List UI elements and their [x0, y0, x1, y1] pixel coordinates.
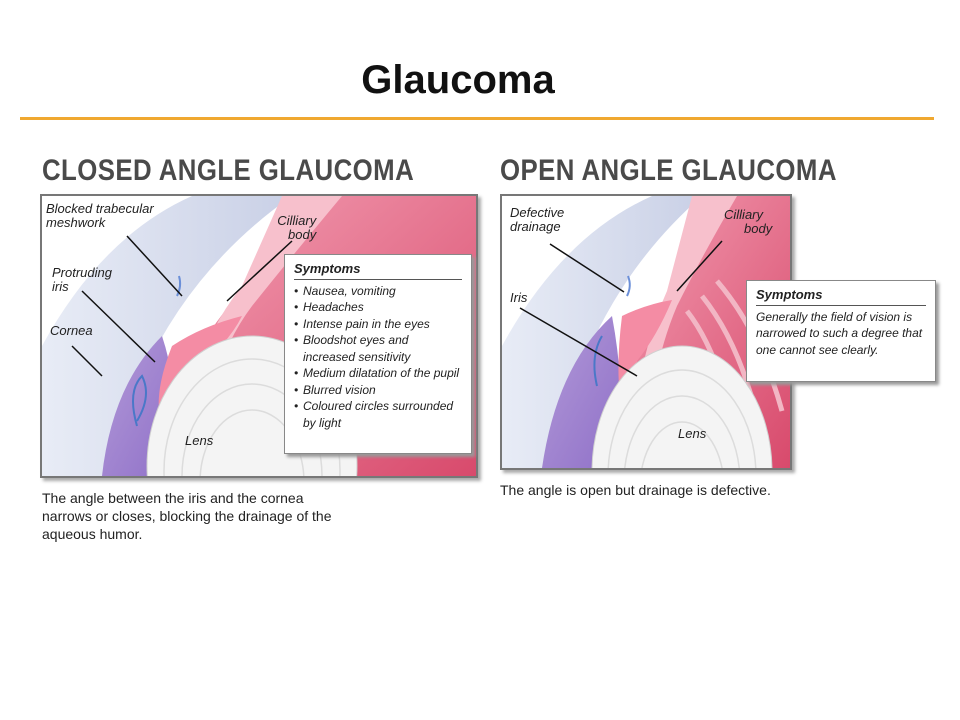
open-cilliary-label-line1: Cilliary	[724, 207, 763, 222]
open-symptoms-title: Symptoms	[756, 287, 926, 306]
slide-title: Glaucoma	[361, 58, 555, 102]
cilliary-label-line1: Cilliary	[277, 213, 317, 228]
symptom-item: Blurred vision	[294, 382, 462, 399]
closed-angle-heading: CLOSED ANGLE GLAUCOMA	[42, 154, 415, 187]
defective-label-line2: drainage	[510, 219, 561, 234]
cilliary-label-line2: body	[288, 227, 317, 242]
open-cilliary-label-line2: body	[744, 221, 773, 236]
lens-label: Lens	[185, 433, 214, 448]
closed-symptoms-box: Symptoms Nausea, vomiting Headaches Inte…	[284, 254, 472, 454]
open-angle-caption: The angle is open but drainage is defect…	[500, 482, 771, 498]
symptom-item: Nausea, vomiting	[294, 283, 462, 300]
protruding-label-line2: iris	[52, 279, 69, 294]
blocked-meshwork-label-line1: Blocked trabecular	[46, 201, 154, 216]
open-lens-label: Lens	[678, 426, 707, 441]
symptom-item: Bloodshot eyes and increased sensitivity	[294, 332, 462, 365]
defective-label-line1: Defective	[510, 205, 565, 220]
title-divider	[20, 117, 934, 120]
symptom-item: Intense pain in the eyes	[294, 316, 462, 333]
open-angle-illustration	[502, 196, 790, 468]
iris-label: Iris	[510, 290, 528, 305]
open-angle-diagram: Defective drainage Cilliary body Iris Le…	[500, 194, 792, 470]
protruding-label-line1: Protruding	[52, 265, 112, 280]
blocked-meshwork-label-line2: meshwork	[46, 215, 106, 230]
defective-drainage-label: Defective drainage	[510, 206, 564, 234]
symptom-item: Headaches	[294, 299, 462, 316]
open-angle-heading: OPEN ANGLE GLAUCOMA	[500, 154, 837, 187]
open-symptoms-text: Generally the field of vision is narrowe…	[756, 309, 923, 357]
open-cilliary-body-label: Cilliary body	[724, 208, 772, 236]
symptom-item: Coloured circles surrounded by light	[294, 398, 462, 431]
open-symptoms-box: Symptoms Generally the field of vision i…	[746, 280, 936, 382]
symptom-item: Medium dilatation of the pupil	[294, 365, 462, 382]
blocked-meshwork-label: Blocked trabecular meshwork	[46, 202, 154, 230]
cornea-label: Cornea	[50, 323, 93, 338]
protruding-iris-label: Protruding iris	[52, 266, 112, 294]
closed-angle-caption: The angle between the iris and the corne…	[42, 490, 332, 542]
closed-symptoms-title: Symptoms	[294, 261, 462, 280]
closed-symptoms-list: Nausea, vomiting Headaches Intense pain …	[294, 283, 462, 432]
cilliary-body-label: Cilliary body	[268, 214, 316, 242]
